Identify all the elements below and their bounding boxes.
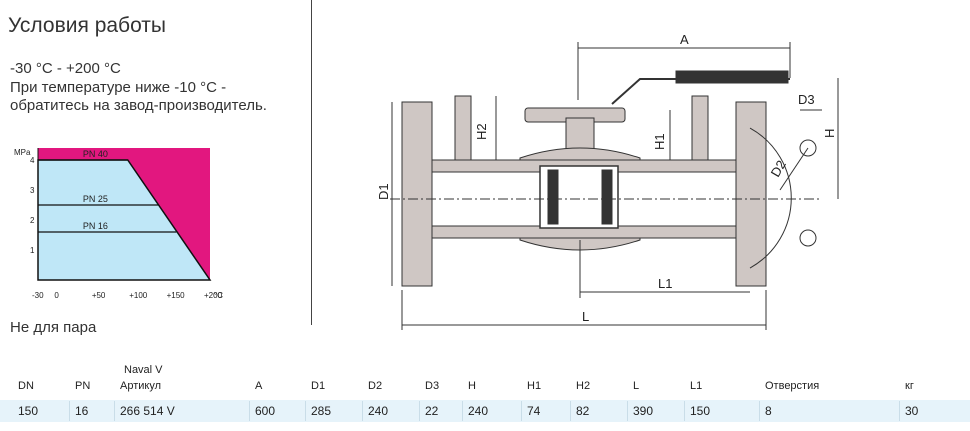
table-cell-8: 74 — [527, 404, 541, 418]
table-header-supplier: Naval V — [124, 364, 163, 376]
chart-axes — [37, 148, 210, 281]
table-cell-12: 8 — [765, 404, 772, 418]
table-cell-separator — [759, 401, 760, 421]
dim-d3-label: D3 — [798, 92, 815, 107]
y-axis-label: MPa — [14, 148, 31, 157]
table-header-10: L — [633, 380, 640, 392]
table-cell-separator — [570, 401, 571, 421]
dim-a-label: A — [680, 32, 689, 47]
x-tick-label-0: -30 — [32, 291, 44, 300]
table-row — [0, 400, 970, 422]
table-cell-separator — [684, 401, 685, 421]
temperature-note-line1: При температуре ниже -10 °C - — [10, 79, 227, 96]
table-header-2: Артикул — [120, 380, 162, 392]
table-header-0: DN — [18, 380, 34, 392]
table-header-3: A — [255, 380, 263, 392]
x-tick-label-5: +200 — [204, 291, 223, 300]
dim-l1-label: L1 — [658, 276, 672, 291]
dim-l-label: L — [582, 309, 589, 324]
x-tick-label-1: 0 — [54, 291, 59, 300]
pressure-temperature-chart: PN 40 PN 25 PN 16 1 2 3 4 -30 0 +50 +100 +150 +200°… — [14, 148, 223, 300]
table-header-6: D3 — [425, 380, 440, 392]
page-title: Условия работы — [8, 14, 167, 37]
table-header-13: кг — [905, 380, 914, 392]
temperature-note-line2: обратитесь на завод-производитель. — [10, 97, 267, 114]
table-cell-9: 82 — [576, 404, 590, 418]
x-axis-unit: °C — [214, 291, 223, 300]
y-tick-label-0: 1 — [30, 246, 35, 255]
table-cell-separator — [305, 401, 306, 421]
table-cell-separator — [899, 401, 900, 421]
table-cell-separator — [462, 401, 463, 421]
table-cell-separator — [521, 401, 522, 421]
series-label-2: PN 16 — [83, 221, 108, 231]
table-cell-separator — [627, 401, 628, 421]
x-tick-label-2: +50 — [92, 291, 106, 300]
y-tick-label-3: 4 — [30, 156, 35, 165]
valve-drawing: A H2 H1 D3 H D1 D2 L1 L — [376, 32, 839, 330]
table-cell-2: 266 514 V — [120, 404, 175, 418]
dim-h-label: H — [822, 129, 837, 138]
table-header-8: H1 — [527, 380, 542, 392]
table-header-4: D1 — [311, 380, 326, 392]
table-header-9: H2 — [576, 380, 591, 392]
table-header-1: PN — [75, 380, 91, 392]
table-header-5: D2 — [368, 380, 383, 392]
table-cell-13: 30 — [905, 404, 919, 418]
table-cell-10: 390 — [633, 404, 654, 418]
vertical-divider — [311, 0, 312, 325]
series-label-0: PN 40 — [83, 149, 108, 159]
table-cell-6: 22 — [425, 404, 439, 418]
table-cell-separator — [249, 401, 250, 421]
table-header-11: L1 — [690, 380, 703, 392]
table-cell-5: 240 — [368, 404, 389, 418]
x-tick-label-3: +100 — [129, 291, 148, 300]
y-tick-label-2: 3 — [30, 186, 35, 195]
table-cell-11: 150 — [690, 404, 711, 418]
dim-d2-label: D2 — [768, 158, 789, 180]
dim-d1-label: D1 — [376, 183, 391, 200]
table-header-12: Отверстия — [765, 380, 820, 392]
x-tick-label-4: +150 — [167, 291, 186, 300]
table-cell-separator — [419, 401, 420, 421]
table-cell-0: 150 — [18, 404, 39, 418]
y-tick-label-1: 2 — [30, 216, 35, 225]
temperature-range: -30 °C - +200 °C — [10, 60, 121, 77]
not-for-steam-note: Не для пара — [10, 319, 97, 336]
table-cell-separator — [114, 401, 115, 421]
table-cell-7: 240 — [468, 404, 489, 418]
table-cell-1: 16 — [75, 404, 89, 418]
dim-h1-label: H1 — [652, 133, 667, 150]
table-cell-4: 285 — [311, 404, 332, 418]
table-cell-3: 600 — [255, 404, 276, 418]
table-header-7: H — [468, 380, 476, 392]
series-label-1: PN 25 — [83, 194, 108, 204]
dim-h2-label: H2 — [474, 123, 489, 140]
table-cell-separator — [362, 401, 363, 421]
table-cell-separator — [69, 401, 70, 421]
